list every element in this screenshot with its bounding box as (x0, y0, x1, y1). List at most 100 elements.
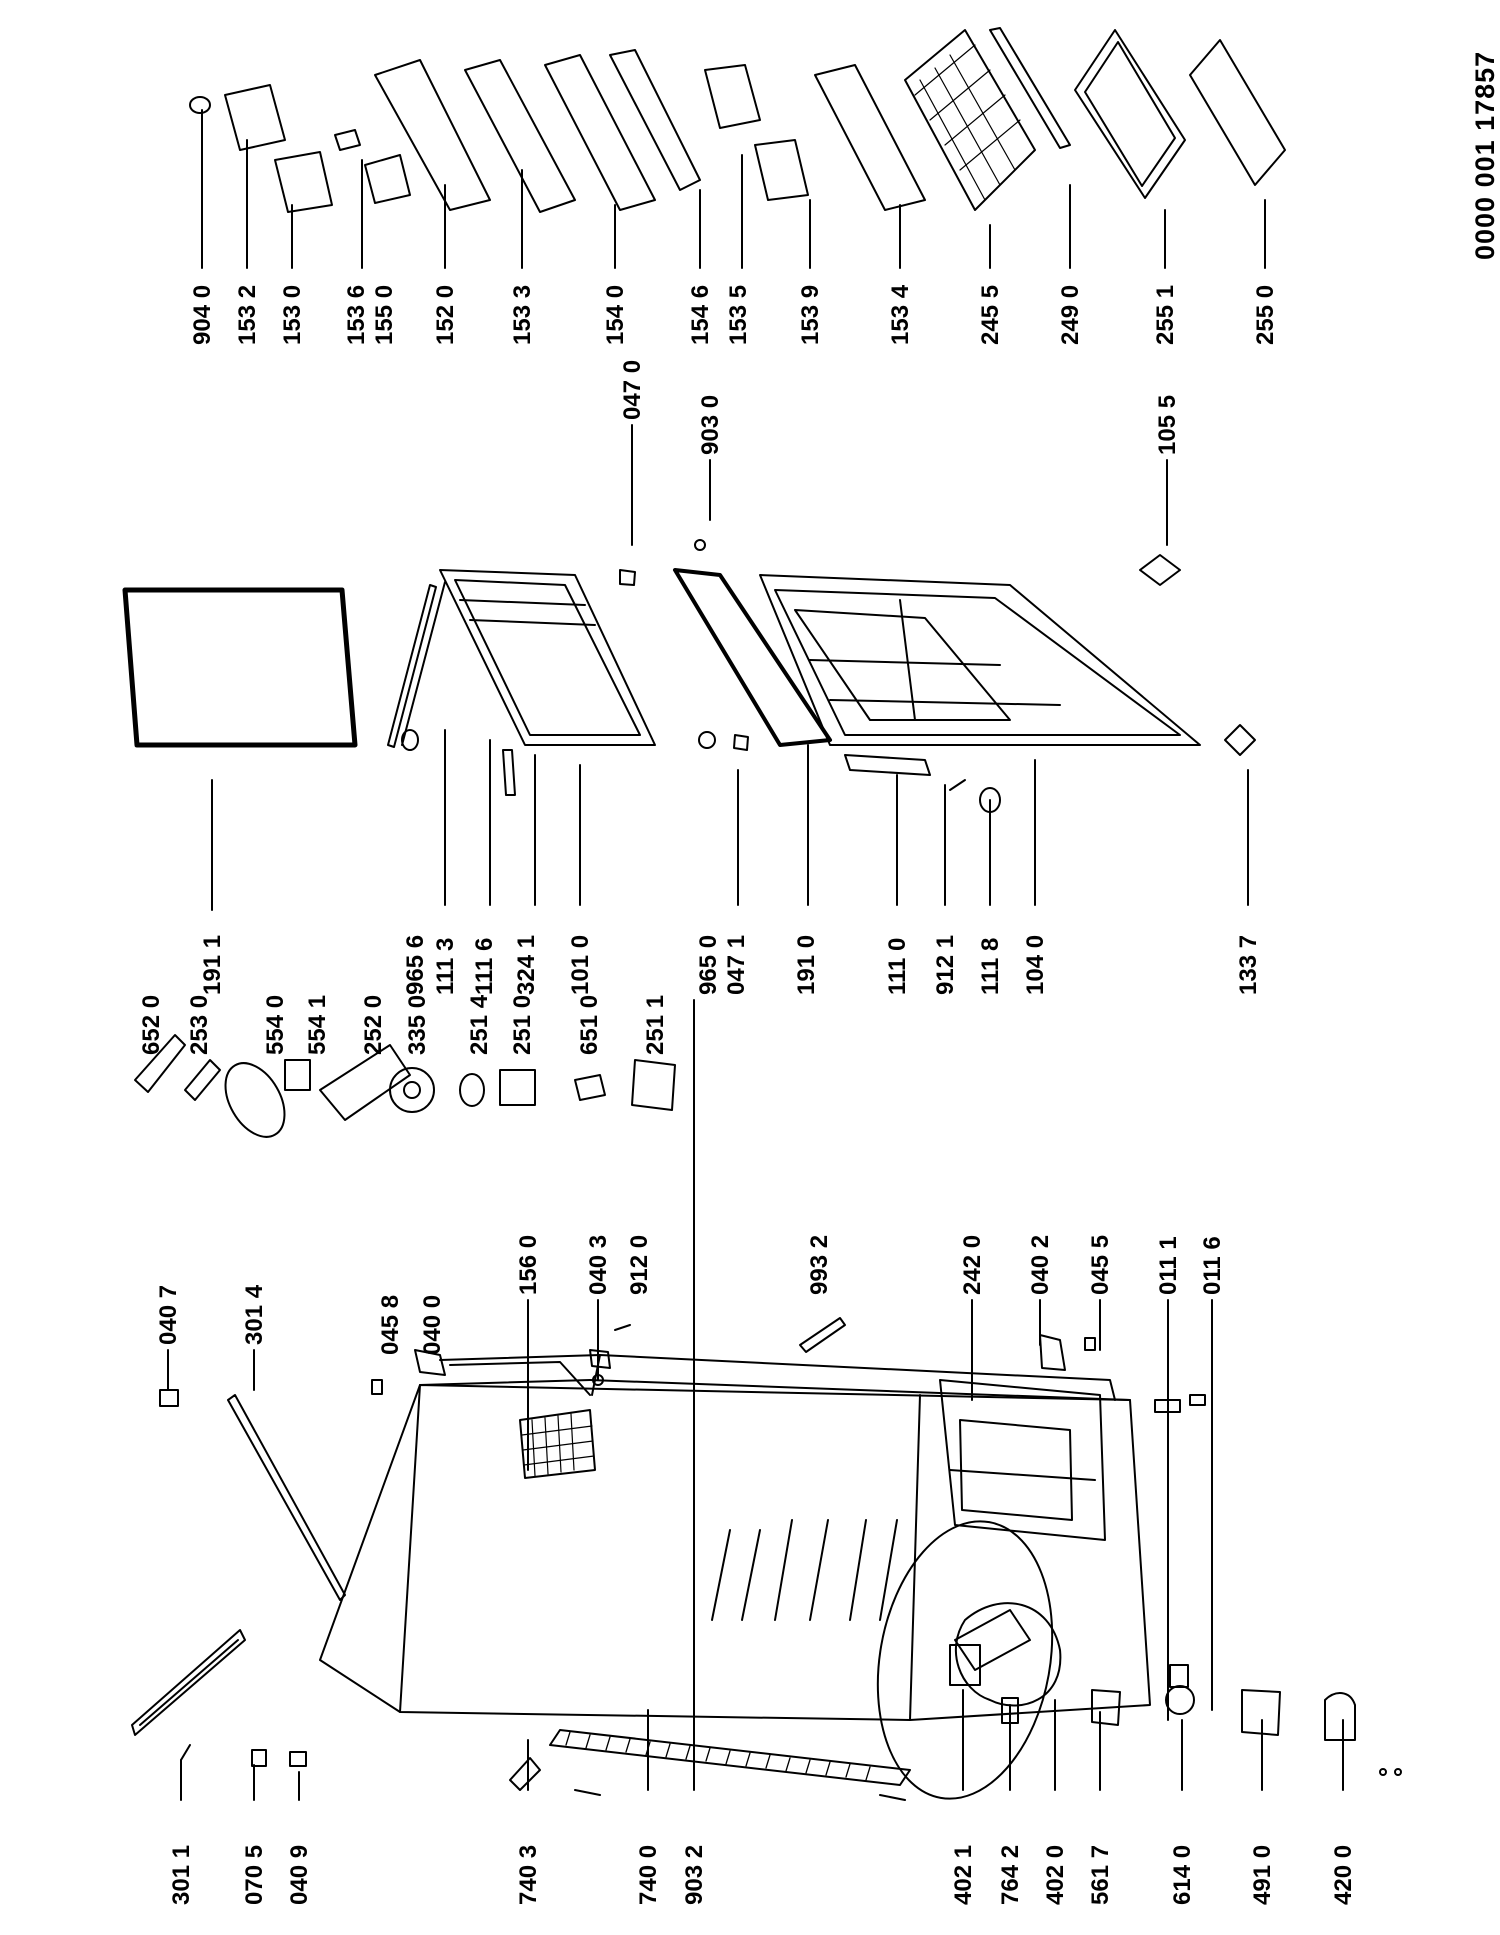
part-253-0 (184, 1059, 221, 1101)
label-040-3: 040 3 (585, 1234, 612, 1295)
label-251-1: 251 1 (642, 994, 669, 1055)
part-324-1 (502, 749, 516, 796)
label-153-4: 153 4 (887, 284, 914, 345)
label-491-0: 491 0 (1249, 1844, 1276, 1905)
label-651-0: 651 0 (576, 994, 603, 1055)
label-249-0: 249 0 (1057, 284, 1084, 345)
part-111-0-handle (844, 754, 931, 776)
part-153-4 (814, 64, 926, 211)
part-245-5-wire-shelf (904, 29, 1036, 211)
part-301-1-rail (131, 1629, 246, 1736)
part-965-0 (698, 731, 716, 749)
part-335-0 (389, 1067, 435, 1113)
label-153-9: 153 9 (797, 284, 824, 345)
label-153-2: 153 2 (234, 284, 261, 345)
part-154-0 (544, 54, 656, 211)
part-070-5 (251, 1749, 267, 1767)
label-740-3: 740 3 (515, 1844, 542, 1905)
label-904-0: 904 0 (189, 284, 216, 345)
label-420-0: 420 0 (1330, 1844, 1357, 1905)
label-047-1: 047 1 (723, 934, 750, 995)
part-045-5 (1084, 1337, 1096, 1351)
label-153-6: 153 6 (343, 284, 370, 345)
label-253-0: 253 0 (186, 994, 213, 1055)
part-251-1 (631, 1059, 676, 1111)
part-993-2 (799, 1317, 846, 1353)
part-101-0-freezer-door (439, 569, 656, 746)
part-047-0 (619, 569, 636, 586)
label-652-0: 652 0 (138, 994, 165, 1055)
part-compressor-bay (876, 1520, 1054, 1800)
part-153-5 (704, 64, 761, 129)
part-251-4 (459, 1073, 485, 1107)
label-965-0: 965 0 (695, 934, 722, 995)
label-335-0: 335 0 (404, 994, 431, 1055)
part-554-1 (284, 1059, 311, 1091)
control-parts-group (134, 1034, 676, 1138)
part-652-0 (134, 1034, 186, 1093)
part-491-0 (1241, 1689, 1281, 1736)
cabinet-group (131, 1317, 1402, 1801)
label-011-6: 011 6 (1199, 1236, 1226, 1295)
part-153-9 (754, 139, 809, 201)
part-301-4-rail (227, 1394, 346, 1601)
label-251-0: 251 0 (509, 994, 536, 1055)
label-040-2: 040 2 (1027, 1234, 1054, 1295)
label-040-9: 040 9 (286, 1844, 313, 1905)
part-255-0-cover (1189, 39, 1286, 186)
label-903-2: 903 2 (681, 1844, 708, 1905)
part-155-0 (364, 154, 411, 204)
label-912-1: 912 1 (932, 934, 959, 995)
label-255-1: 255 1 (1152, 284, 1179, 345)
label-912-0: 912 0 (626, 1234, 653, 1295)
part-011-1-foot (1154, 1399, 1181, 1413)
part-420-0 (1324, 1692, 1356, 1741)
part-651-0 (574, 1074, 606, 1101)
label-242-0: 242 0 (959, 1234, 986, 1295)
label-040-0: 040 0 (419, 1294, 446, 1355)
label-153-3: 153 3 (509, 284, 536, 345)
part-156-0-evaporator (519, 1409, 596, 1479)
part-040-2-hinge (1039, 1334, 1066, 1371)
label-045-5: 045 5 (1087, 1234, 1114, 1295)
part-011-6-foot (1189, 1394, 1206, 1406)
part-045-8 (371, 1379, 383, 1395)
part-047-1 (733, 734, 749, 751)
part-912-1-screw (949, 779, 966, 791)
label-070-5: 070 5 (241, 1844, 268, 1905)
label-111-0: 111 0 (884, 937, 911, 995)
part-040-7 (159, 1389, 179, 1407)
label-111-6: 111 6 (471, 937, 498, 995)
part-904-0 (189, 96, 211, 114)
label-764-2: 764 2 (997, 1844, 1024, 1905)
door-group (122, 539, 1256, 813)
part-154-6 (609, 49, 701, 191)
label-011-1: 011 1 (1155, 1236, 1182, 1295)
part-111-3-bar (387, 584, 437, 748)
part-133-7 (1224, 724, 1256, 756)
part-402-0-compressor (955, 1602, 1062, 1707)
document-number: 0000 001 17857 (1470, 50, 1500, 260)
part-249-0 (989, 27, 1071, 149)
label-153-5: 153 5 (725, 284, 752, 345)
label-154-0: 154 0 (602, 284, 629, 345)
part-040-9 (289, 1751, 307, 1767)
part-252-0 (319, 1044, 411, 1121)
part-153-2 (224, 84, 286, 151)
label-154-6: 154 6 (687, 284, 714, 345)
label-111-8: 111 8 (977, 937, 1004, 995)
label-040-7: 040 7 (155, 1284, 182, 1345)
label-301-1: 301 1 (168, 1844, 195, 1905)
label-104-0: 104 0 (1022, 934, 1049, 995)
part-965-6 (401, 729, 419, 751)
part-104-0-fridge-door (759, 574, 1201, 746)
label-045-8: 045 8 (377, 1294, 404, 1355)
leader-lines (167, 109, 1344, 1801)
part-111-6-bar (401, 581, 446, 746)
part-153-6 (334, 129, 361, 151)
label-191-1: 191 1 (199, 934, 226, 995)
part-903-2 (592, 1374, 604, 1386)
